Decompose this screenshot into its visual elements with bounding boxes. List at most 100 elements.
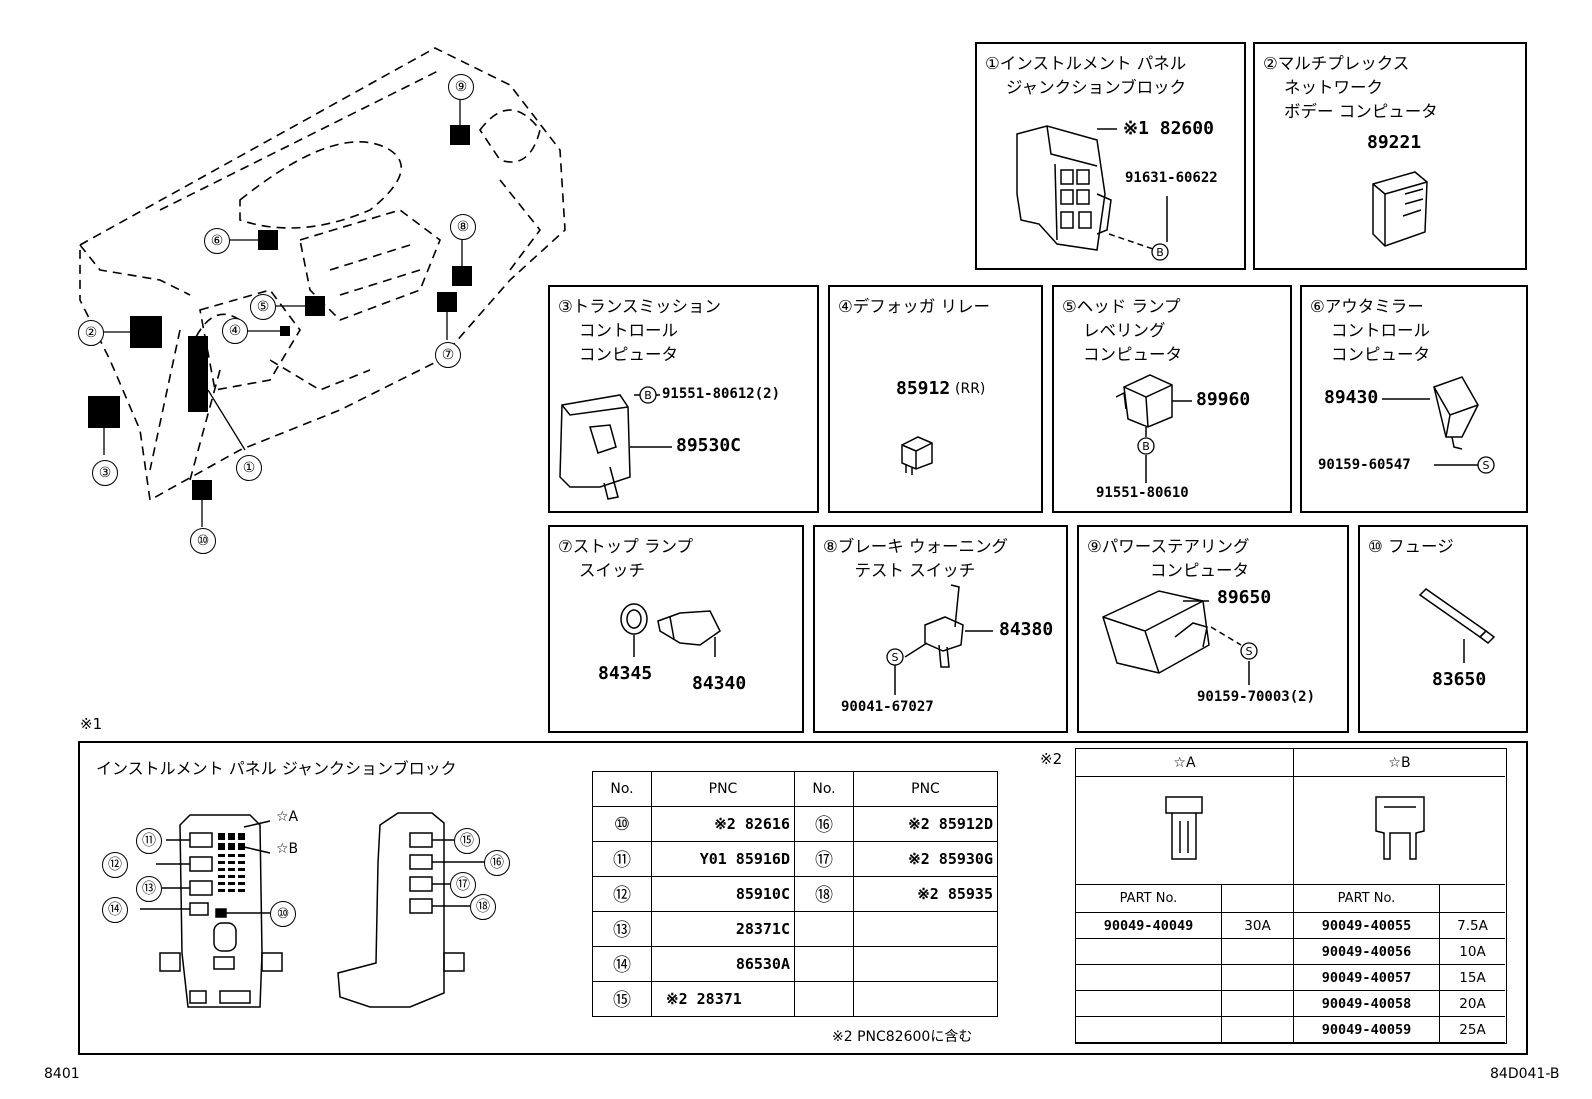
row-pnc: Y01 85916D (651, 841, 795, 877)
junction-callout-14: ⑭ (102, 897, 128, 923)
location-marker-10 (192, 480, 212, 500)
fuse-a-part-number (1076, 939, 1222, 965)
diagram-callout-9: ⑨ (448, 74, 474, 100)
fuse-b-part-number: 90049-40055 (1294, 913, 1440, 939)
location-marker-3 (88, 396, 120, 428)
location-marker-9 (450, 125, 470, 145)
location-marker-1 (188, 336, 208, 412)
fuse-a-part-header: PART No. (1076, 885, 1222, 913)
brake-switch-illustration: S (886, 584, 993, 695)
location-marker-5 (305, 296, 325, 316)
table-row: ⑮※2 28371 (592, 981, 998, 1017)
fuse-a-rating (1222, 965, 1294, 991)
col-no-left: No. (592, 771, 652, 807)
row-pnc: ※2 82616 (651, 806, 795, 842)
fuse-col-a-header: ☆A (1076, 749, 1294, 777)
part-number-90041-67027: 90041-67027 (841, 699, 934, 715)
diagram-callout-7: ⑦ (435, 342, 461, 368)
panel-3-transmission-control-computer: ③トランスミッション コントロール コンピュータ B 91551-80612(2… (548, 285, 819, 513)
junction-callout-18: ⑱ (470, 894, 496, 920)
pnc-table-header: No. PNC No. PNC (592, 771, 998, 807)
svg-text:S: S (1483, 459, 1490, 472)
row-pnc: ※2 85912D (853, 806, 998, 842)
row-no (794, 946, 854, 982)
stop-lamp-switch-illustration (620, 603, 721, 657)
fuse-b-rating: 15A (1440, 965, 1505, 991)
mirror-computer-illustration: S (1382, 376, 1495, 474)
part-number-91631-60622: 91631-60622 (1125, 170, 1218, 186)
leveling-computer-illustration: B (1115, 374, 1192, 483)
part-number-91551-80610: 91551-80610 (1096, 485, 1189, 501)
junction-callout-13: ⑬ (136, 876, 162, 902)
fuse-illustration (1418, 588, 1496, 663)
panel-7-stop-lamp-switch: ⑦ストップ ランプ スイッチ 84345 84340 (548, 525, 804, 733)
fuse-a-rating (1222, 991, 1294, 1017)
fuse-a-rating (1222, 939, 1294, 965)
location-marker-2 (130, 316, 162, 348)
body-computer-illustration (1372, 171, 1428, 247)
row-pnc: ※2 28371 (651, 981, 795, 1017)
fuse-b-part-number: 90049-40057 (1294, 965, 1440, 991)
panel-title: ⑦ストップ ランプ スイッチ (558, 537, 694, 580)
part-number-89960: 89960 (1196, 389, 1251, 410)
part-number-82600: ※1 82600 (1123, 118, 1214, 139)
panel-title: ④デフォッガ リレー (838, 297, 991, 316)
fuse-col-b-header: ☆B (1294, 749, 1505, 777)
diagram-callout-4: ④ (222, 318, 248, 344)
part-number-90159-60547: 90159-60547 (1318, 457, 1411, 473)
part-number-84340: 84340 (692, 673, 747, 694)
diagram-callout-1: ① (236, 455, 262, 481)
diagram-callout-6: ⑥ (204, 228, 230, 254)
junction-callout-15: ⑮ (454, 828, 480, 854)
panel-title: ③トランスミッション コントロール コンピュータ (558, 297, 721, 364)
row-pnc: ※2 85930G (853, 841, 998, 877)
location-marker-4 (280, 326, 290, 336)
part-number-84345: 84345 (598, 663, 653, 684)
fuse-b-part-number: 90049-40058 (1294, 991, 1440, 1017)
row-no: ⑱ (794, 876, 854, 912)
part-number-89430: 89430 (1324, 387, 1379, 408)
fuse-a-rating-header (1222, 885, 1294, 913)
part-number-83650: 83650 (1432, 669, 1487, 690)
fuse-a-rating: 30A (1222, 913, 1294, 939)
fuse-b-rating-header (1440, 885, 1505, 913)
row-pnc (853, 911, 998, 947)
panel-5-headlamp-leveling-computer: ⑤ヘッド ランプ レベリング コンピュータ B 89960 91551-8061… (1052, 285, 1292, 513)
part-number-90159-70003: 90159-70003(2) (1197, 689, 1316, 705)
fuse-b-picture-cell (1294, 777, 1505, 885)
panel-6-outer-mirror-control-computer: ⑥アウタミラー コントロール コンピュータ 89430 S 90159-6054… (1300, 285, 1528, 513)
row-no: ⑪ (592, 841, 652, 877)
fuse-a-part-number (1076, 1017, 1222, 1043)
panel-2-multiplex-body-computer: ②マルチプレックス ネットワーク ボデー コンピュータ 89221 (1253, 42, 1527, 270)
row-pnc: ※2 85935 (853, 876, 998, 912)
row-no: ⑬ (592, 911, 652, 947)
location-marker-6 (258, 230, 278, 250)
junction-callout-17: ⑰ (450, 872, 476, 898)
fuse-a-part-number (1076, 991, 1222, 1017)
diagram-callout-10: ⑩ (190, 528, 216, 554)
diagram-callout-2: ② (78, 320, 104, 346)
row-no (794, 981, 854, 1017)
panel-4-defogger-relay: ④デフォッガ リレー 85912 (RR) (828, 285, 1043, 513)
part-number-89530C: 89530C (676, 435, 742, 456)
svg-text:B: B (1156, 246, 1164, 259)
panel-title: ②マルチプレックス ネットワーク ボデー コンピュータ (1263, 54, 1438, 121)
junction-section-title: インストルメント パネル ジャンクションブロック (96, 759, 457, 778)
diagram-callout-3: ③ (92, 460, 118, 486)
svg-text:B: B (644, 389, 652, 402)
col-pnc-right: PNC (853, 771, 998, 807)
diagram-callout-8: ⑧ (450, 214, 476, 240)
row-pnc (853, 946, 998, 982)
power-steering-computer-illustration: S (1102, 590, 1258, 685)
fuse-b-rating: 25A (1440, 1017, 1505, 1043)
junction-callout-11: ⑪ (136, 828, 162, 854)
col-no-right: No. (794, 771, 854, 807)
panel-title: ⑤ヘッド ランプ レベリング コンピュータ (1062, 297, 1182, 364)
svg-text:S: S (892, 651, 899, 664)
